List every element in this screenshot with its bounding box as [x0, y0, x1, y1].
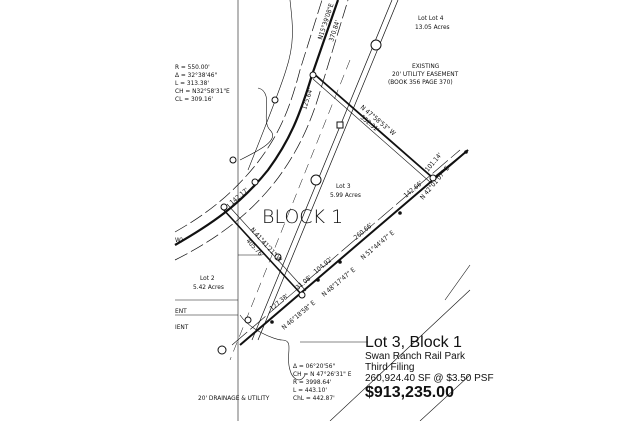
svg-text:CL = 309.16': CL = 309.16' — [175, 95, 213, 103]
svg-text:R = 550.00': R = 550.00' — [175, 63, 210, 71]
road-edge — [247, 0, 293, 171]
svg-text:L = 313.38': L = 313.38' — [175, 79, 209, 87]
lot3-area: 5.99 Acres — [330, 191, 361, 199]
svg-text:125.64': 125.64' — [300, 87, 315, 111]
subdivision-name: Swan Ranch Rail Park — [365, 351, 466, 362]
rail-line — [444, 264, 471, 301]
monuments — [217, 39, 437, 355]
curve-table-bottom: Δ = 06°20'56" CH = N 47°26'31" E R = 399… — [293, 362, 352, 402]
svg-text:142.17': 142.17' — [228, 186, 250, 207]
svg-text:Δ = 32°38'46": Δ = 32°38'46" — [175, 71, 217, 79]
title-block: Lot 3, Block 1 Swan Ranch Rail Park Thir… — [365, 334, 494, 402]
block-label: BLOCK 1 — [262, 206, 343, 228]
filing: Third Filing — [365, 362, 415, 373]
easement-label-3: (BOOK 356 PAGE 370) — [388, 78, 453, 86]
svg-text:CH = N 47°26'31" E: CH = N 47°26'31" E — [293, 370, 352, 378]
easement-line — [251, 0, 393, 341]
road-centerline — [174, 0, 340, 246]
road-edge — [174, 0, 349, 261]
total-price: $913,235.00 — [365, 384, 454, 401]
svg-text:CH = N32°58'31"E: CH = N32°58'31"E — [175, 87, 230, 95]
lot-line-south — [239, 149, 469, 346]
ent-label: IENT — [175, 323, 189, 331]
curve-leader — [239, 314, 306, 381]
lot-title: Lot 3, Block 1 — [365, 334, 462, 351]
lot3-name: Lot 3 — [336, 182, 351, 190]
easement-label-1: EXISTING — [412, 62, 440, 70]
svg-text:N 46°18'58" E: N 46°18'58" E — [280, 299, 317, 332]
lot-line-left-offset — [226, 203, 307, 292]
curve-leader — [239, 87, 273, 161]
rail-line — [419, 374, 471, 421]
lot-line-ne-offset — [312, 78, 431, 183]
easement-label-2: 20' UTILITY EASEMENT — [392, 70, 459, 78]
svg-text:ChL = 442.87': ChL = 442.87' — [293, 394, 335, 402]
lot-line-left — [221, 207, 303, 296]
lot4-area: 13.05 Acres — [415, 23, 450, 31]
row-label: W) — [175, 236, 183, 244]
svg-text:R = 3998.64': R = 3998.64' — [293, 378, 332, 386]
curve-table-top: R = 550.00' Δ = 32°38'46" L = 313.38' CH… — [175, 63, 230, 103]
lot4-name: Lot Lot 4 — [418, 14, 444, 22]
svg-text:L = 443.10': L = 443.10' — [293, 386, 327, 394]
lot-line-east — [432, 149, 469, 179]
ent-label: ENT — [175, 307, 187, 315]
easement-line — [257, 0, 399, 341]
bearing-labels: N15°39'08"E 370.84' 125.64' N 47°58'53" … — [228, 2, 451, 331]
svg-text:127.38': 127.38' — [268, 292, 290, 313]
drainage-label: 20' DRAINAGE & UTILITY — [198, 394, 270, 402]
lot-line-south-offset — [231, 149, 461, 346]
rail-line — [329, 289, 471, 421]
lot2-area: 5.42 Acres — [193, 283, 224, 291]
road-edge — [174, 0, 323, 233]
area-price: 260,924.40 SF @ $3.50 PSF — [365, 373, 494, 384]
svg-text:Δ = 06°20'56": Δ = 06°20'56" — [293, 362, 335, 370]
points — [270, 150, 468, 324]
easement-line — [229, 59, 351, 361]
lot2-name: Lot 2 — [200, 274, 215, 282]
lot-line-ne — [312, 72, 434, 179]
